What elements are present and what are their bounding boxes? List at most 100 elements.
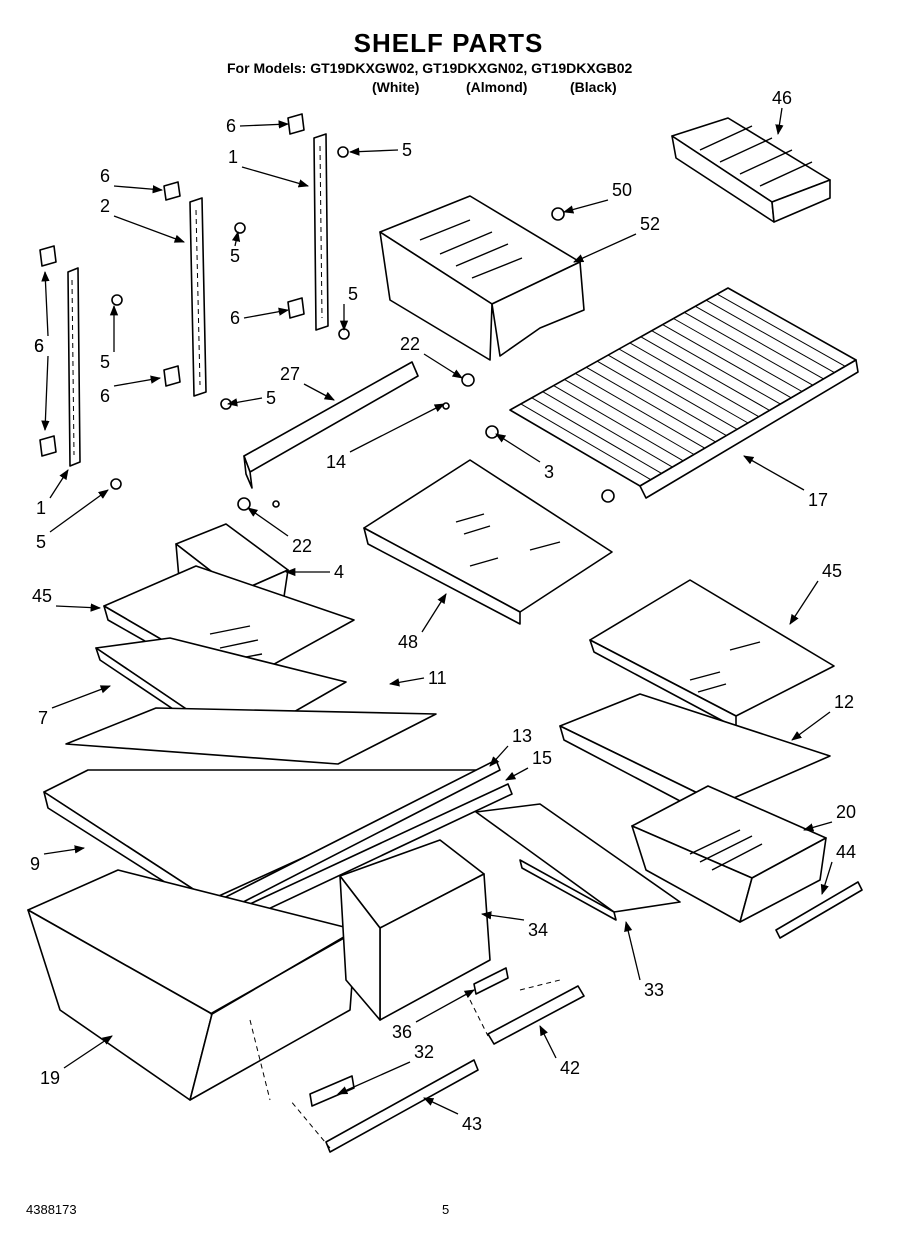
leader-9 [43,845,86,855]
crisper-drawer-19 [27,869,363,1101]
callout-5f: 5 [36,532,46,552]
callout-45b: 45 [822,561,842,581]
callout-14: 14 [326,452,346,472]
callout-1b: 1 [36,498,46,518]
callout-32: 32 [414,1042,434,1062]
callout-27: 27 [280,364,300,384]
leader-36 [415,989,475,1023]
leader-5e [226,397,263,407]
leader-1a [241,166,309,188]
meat-drawer [631,785,827,923]
callout-5a: 5 [402,140,412,160]
callout-19: 19 [40,1068,60,1088]
leader-7 [51,685,111,709]
callout-36: 36 [392,1022,412,1042]
leader-50 [562,199,609,214]
leader-43 [423,1097,459,1115]
page-title: SHELF PARTS [353,28,544,58]
leader-27 [303,383,335,401]
leader-52 [573,233,637,263]
leader-22a [423,353,463,379]
callout-46: 46 [772,88,792,108]
callout-1a: 1 [228,147,238,167]
callout-6a: 6 [226,116,236,136]
leader-6b [113,185,164,194]
leader-46 [775,107,784,136]
leader-13 [489,745,509,767]
callout-13: 13 [512,726,532,746]
leader-5f [49,489,109,533]
leader-6a [239,120,290,129]
callout-6e: 6 [100,386,110,406]
leader-45b [789,580,819,625]
bin-cover [379,195,585,361]
leader-3 [495,433,541,463]
leader-6e [113,375,162,387]
shelf-rail-middle [163,181,246,410]
drawer-cover-33 [475,803,681,921]
doc-number: 4388173 [26,1202,77,1217]
callout-6f: 6 [34,336,44,356]
leader-44 [820,861,833,895]
callout-6b: 6 [100,166,110,186]
callout-45a: 45 [32,586,52,606]
wire-shelf [485,287,859,503]
ice-tray [671,117,831,223]
callout-22a: 22 [400,334,420,354]
leader-19 [63,1035,113,1069]
crisper-drawer-34 [339,839,491,1021]
callout-7: 7 [38,708,48,728]
callout-34: 34 [528,920,548,940]
callout-42: 42 [560,1058,580,1078]
callout-17: 17 [808,490,828,510]
leader-17 [743,455,805,491]
color-black-label: (Black) [570,79,617,95]
color-almond-label: (Almond) [466,79,528,95]
callout-6c: 6 [230,308,240,328]
leader-42 [539,1025,557,1059]
callout-12: 12 [834,692,854,712]
leader-5a [348,147,399,156]
leader-20 [803,821,833,832]
models-line: For Models: GT19DKXGW02, GT19DKXGN02, GT… [227,60,633,76]
callout-15: 15 [532,748,552,768]
color-white-label: (White) [372,79,420,95]
leader-5b [231,230,241,247]
leader-14 [349,403,445,453]
shelf-track [237,361,475,511]
callout-5b: 5 [230,246,240,266]
drawer-handle-43 [325,1059,479,1153]
shelf-rail-right [287,113,350,340]
callout-2: 2 [100,196,110,216]
leader-45a [55,603,102,612]
callout-3: 3 [544,462,554,482]
leader-11 [388,677,425,687]
callout-50: 50 [612,180,632,200]
callout-22b: 22 [292,536,312,556]
callout-11: 11 [428,668,447,688]
handle-clips [249,967,561,1149]
drawer-trim-44 [775,881,863,939]
leader-6d [41,270,50,337]
glass-shelf-48 [363,459,613,625]
callout-48: 48 [398,632,418,652]
callout-9: 9 [30,854,40,874]
leader-22b [247,507,289,537]
leader-33 [624,920,641,981]
callout-33: 33 [644,980,664,1000]
callout-6d: 6 [34,336,44,356]
callout-5d: 5 [100,352,110,372]
leader-6f [41,355,50,432]
page-number: 5 [442,1202,450,1217]
crisper-cover-frame [43,759,513,929]
callout-4: 4 [334,562,344,582]
leader-34 [480,911,525,921]
callout-20: 20 [836,802,856,822]
callout-5c: 5 [348,284,358,304]
callout-44: 44 [836,842,856,862]
leader-48 [421,593,447,633]
crisper-cover-glass [65,707,437,765]
leader-15 [505,767,529,781]
leader-32 [337,1061,411,1095]
